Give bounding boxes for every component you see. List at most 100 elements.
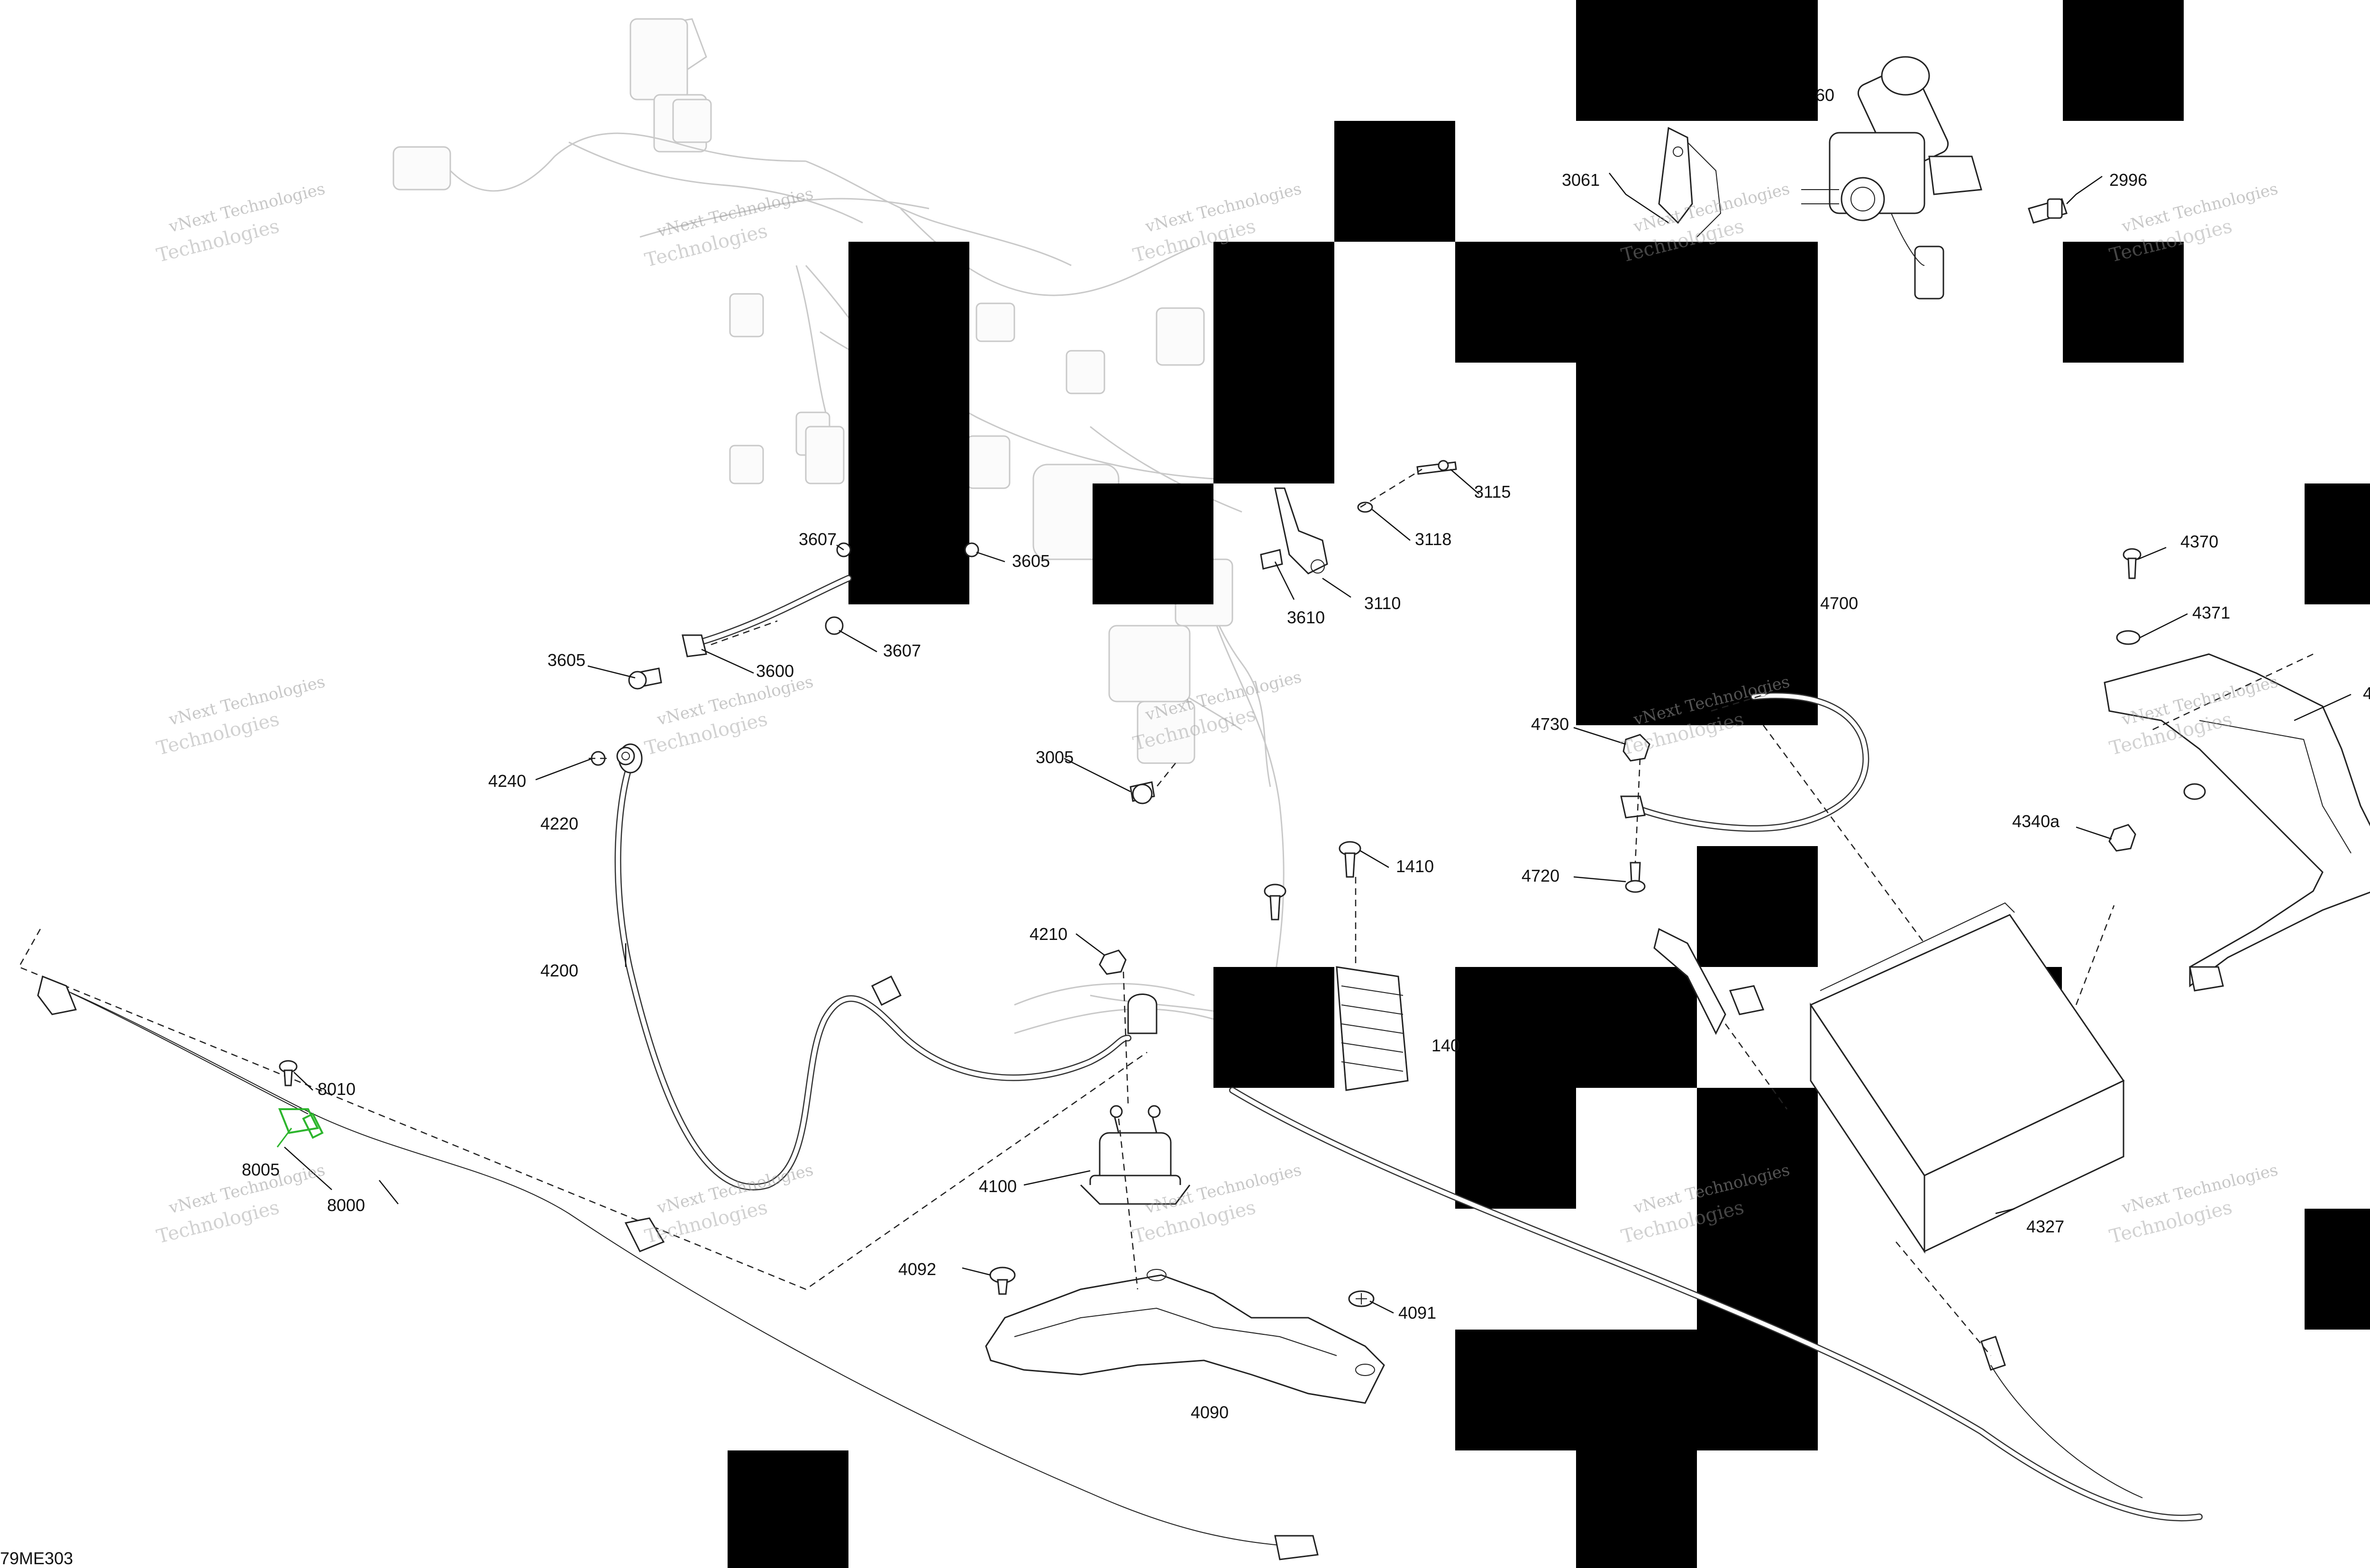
wiring-harness-8000 — [18, 929, 1319, 1560]
bolt-3605-left — [628, 667, 662, 690]
callout-4730: 4730 — [1531, 714, 1569, 734]
callout-3005: 3005 — [1036, 748, 1074, 767]
callout-4210: 4210 — [1030, 924, 1067, 944]
redaction-block — [1455, 242, 1818, 363]
redaction-block — [1576, 0, 1818, 121]
redaction-blocks — [728, 0, 2370, 1568]
main-wiring-harness — [392, 18, 1285, 1034]
battery-bracket-4340 — [2104, 653, 2370, 992]
watermark: vNext Technologies Technologies — [643, 184, 815, 272]
callout-3061: 3061 — [1562, 170, 1600, 190]
redaction-block — [2063, 242, 2184, 363]
positive-cable-4200 — [614, 743, 1131, 1191]
callout-3118: 3118 — [1415, 529, 1451, 549]
callout-8005: 8005 — [242, 1160, 280, 1179]
callout-8000: 8000 — [327, 1195, 365, 1215]
watermark: vNext Technologies Technologies — [643, 1160, 815, 1248]
watermark: vNext Technologies Technologies — [155, 1160, 327, 1248]
redaction-block — [728, 1450, 848, 1568]
callout-3605-right: 3605 — [1012, 551, 1050, 571]
fastener-4091 — [1348, 1290, 1375, 1307]
watermark: vNext Technologies Technologies — [2107, 179, 2280, 267]
redaction-block — [2305, 1209, 2370, 1330]
screw-3610 — [1260, 549, 1283, 570]
callout-3607-lower: 3607 — [883, 641, 921, 660]
connector-8005-highlight — [276, 1108, 324, 1148]
redaction-block — [1093, 483, 1213, 604]
redaction-block — [1455, 967, 1697, 1088]
callout-4100: 4100 — [979, 1176, 1017, 1196]
nut-3607-lower — [825, 616, 844, 635]
starter-solenoid-4100 — [1080, 1105, 1191, 1205]
solenoid-bracket-4090 — [985, 1269, 1385, 1404]
callout-4720: 4720 — [1522, 866, 1559, 885]
callout-4092: 4092 — [898, 1259, 936, 1279]
bolt-3605-right — [964, 542, 979, 557]
callout-3110: 3110 — [1364, 593, 1401, 613]
callout-4340: 4340 — [2363, 684, 2370, 703]
diagram-code: 79ME303 — [0, 1549, 73, 1568]
callout-4220: 4220 — [540, 814, 578, 833]
sensor-bracket-3061 — [1658, 127, 1722, 237]
bolt-2996 — [2028, 198, 2068, 224]
redaction-block — [2063, 0, 2184, 121]
redaction-block — [2305, 483, 2370, 604]
callout-3607-upper: 3607 — [799, 529, 837, 549]
redaction-block — [1576, 1450, 1697, 1568]
battery-cable-negative — [1229, 1087, 2203, 1522]
battery-4327 — [1809, 902, 2125, 1254]
leader-lines — [284, 173, 2352, 1356]
callout-4091: 4091 — [1398, 1303, 1436, 1322]
redaction-block — [1697, 846, 1818, 967]
battery-hold-strap — [1653, 928, 1765, 1035]
watermark: vNext Technologies Technologies — [643, 672, 815, 760]
nut-4340a — [2108, 824, 2136, 852]
voltage-regulator-1400 — [1336, 877, 1409, 1091]
redaction-block — [1213, 242, 1334, 483]
callout-4090: 4090 — [1191, 1403, 1229, 1422]
callout-2996: 2996 — [2109, 170, 2147, 190]
screw-regulator — [1264, 884, 1286, 921]
throttle-actuator-motor — [1801, 56, 1982, 300]
washer-3118 — [1357, 501, 1373, 513]
callout-3060: 60 — [1815, 85, 1834, 105]
redaction-block — [1334, 121, 1455, 242]
callout-3600: 3600 — [756, 661, 794, 681]
redaction-block — [1213, 967, 1334, 1088]
screw-1410 — [1339, 841, 1361, 878]
callout-3115: 3115 — [1474, 482, 1511, 501]
nut-4730 — [1623, 734, 1650, 762]
fastener-8010 — [279, 1060, 298, 1086]
part-callouts: 3061 60 2996 3115 3118 3110 3610 3607 36… — [242, 85, 2370, 1422]
bolt-3115 — [1416, 460, 1457, 475]
callout-4371: 4371 — [2192, 603, 2230, 622]
ground-cable-3600 — [682, 575, 852, 657]
watermark: vNext Technologies Technologies — [155, 179, 327, 267]
battery-cable-4700 — [1620, 692, 1869, 832]
callout-1400: 140 — [1431, 1036, 1460, 1055]
redaction-block — [1455, 1330, 1818, 1450]
bolt-4370 — [2123, 548, 2142, 579]
watermark: vNext Technologies Technologies — [2107, 1160, 2280, 1248]
callout-3610: 3610 — [1287, 608, 1325, 627]
redaction-block — [1697, 1088, 1818, 1330]
fastener-4092 — [989, 1267, 1016, 1295]
callout-4240: 4240 — [488, 771, 526, 791]
callout-8010: 8010 — [318, 1079, 356, 1099]
washer-4371 — [2116, 630, 2141, 645]
redaction-block — [848, 242, 969, 604]
callout-3605-left: 3605 — [547, 650, 585, 670]
callout-4370: 4370 — [2180, 532, 2218, 551]
redaction-block — [1455, 1088, 1576, 1209]
redaction-block — [1576, 363, 1818, 725]
callout-4340a: 4340a — [2012, 811, 2060, 831]
callout-4327: 4327 — [2026, 1217, 2064, 1236]
sensor-3110 — [1274, 487, 1328, 574]
callout-1410: 1410 — [1396, 857, 1434, 876]
washer-4220 — [616, 747, 635, 766]
bolt-4720 — [1625, 862, 1646, 893]
callout-4700: 4700 — [1820, 593, 1858, 613]
bolt-3005 — [1130, 781, 1155, 804]
